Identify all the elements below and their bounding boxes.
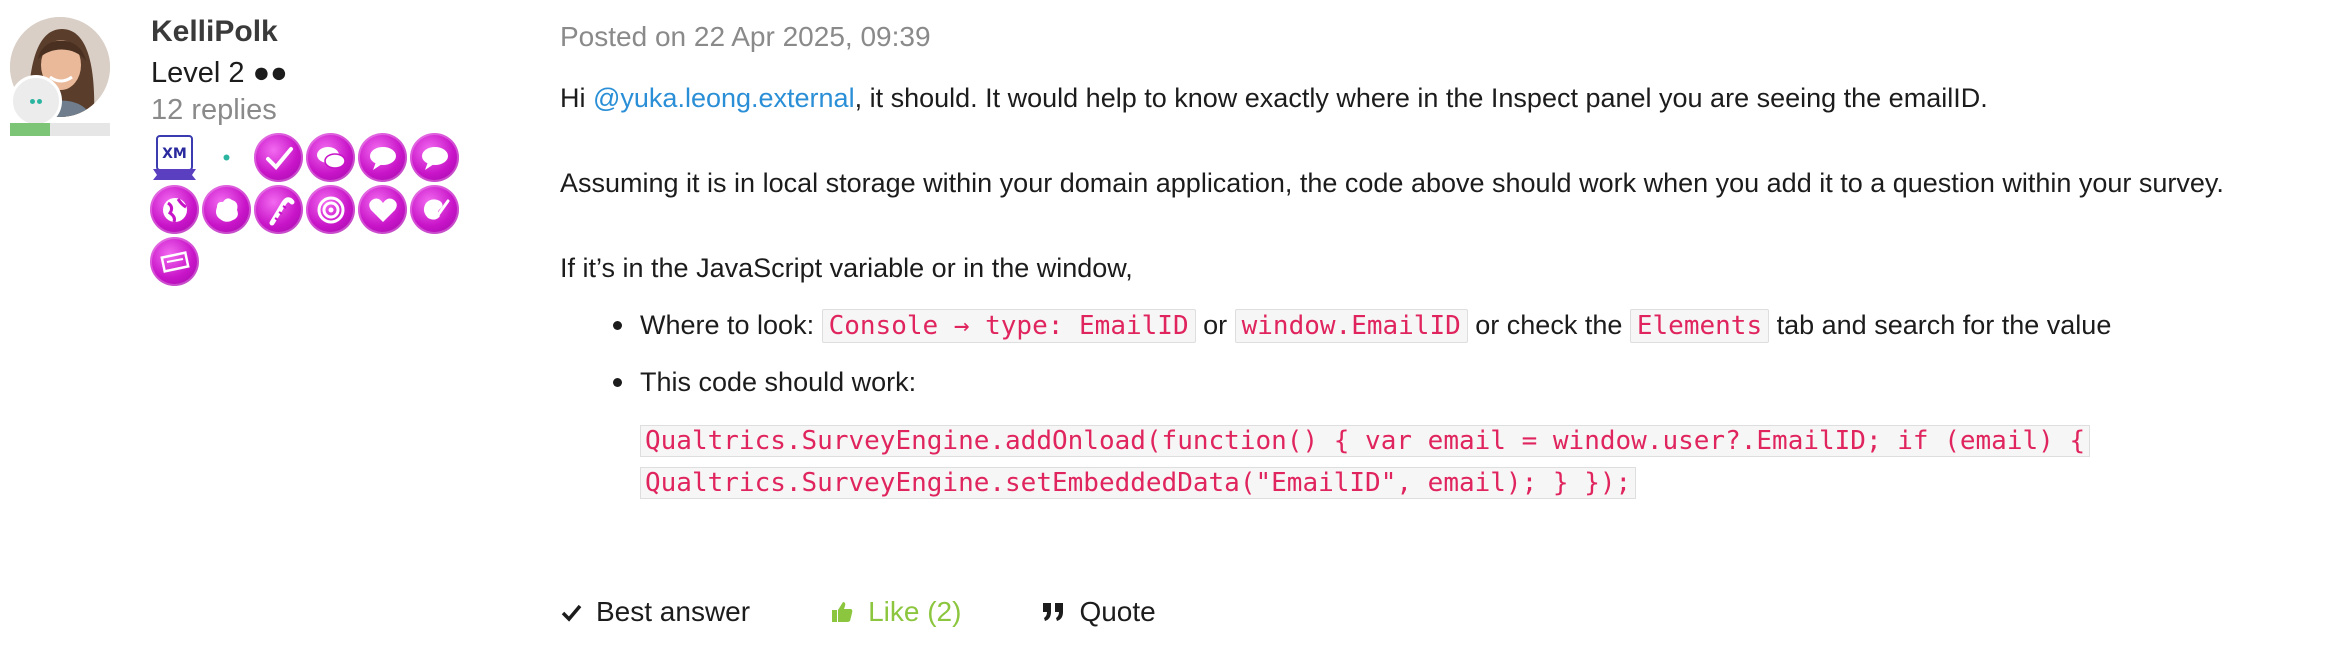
badge-list: XM (150, 133, 470, 286)
like-button[interactable]: Like (2) (830, 592, 961, 632)
bullet-list: Where to look: Console → type: EmailID o… (560, 305, 2260, 419)
xm-certified-badge-icon[interactable]: XM (150, 133, 199, 182)
list-text: tab and search for the value (1769, 310, 2112, 340)
quote-label: Quote (1079, 596, 1156, 627)
inline-code: Elements (1629, 309, 1770, 343)
code-line: Qualtrics.SurveyEngine.setEmbeddedData("… (640, 467, 1637, 499)
best-answer-button[interactable]: Best answer (560, 592, 750, 632)
check-icon (561, 604, 582, 622)
heart-badge-icon[interactable] (358, 185, 407, 234)
candy-cane-badge-icon[interactable] (254, 185, 303, 234)
list-text: or (1195, 310, 1235, 340)
avatar[interactable] (10, 17, 110, 117)
dot-badge-icon[interactable] (202, 133, 251, 182)
best-answer-label: Best answer (596, 596, 751, 627)
online-status-icon (10, 75, 62, 127)
post-paragraph-3: If it’s in the JavaScript variable or in… (560, 253, 1133, 283)
author-name[interactable]: KelliPolk (151, 15, 278, 48)
author-level: Level 2 ●● (151, 57, 288, 89)
palette-badge-icon[interactable] (410, 185, 459, 234)
thumbs-badge-icon[interactable] (202, 185, 251, 234)
event-badge-icon[interactable] (150, 237, 199, 286)
inline-code: Console → type: EmailID (821, 309, 1196, 343)
svg-text:XM: XM (162, 146, 187, 162)
checkmark-badge-icon[interactable] (254, 133, 303, 182)
chat-bubble-badge-icon[interactable] (410, 133, 459, 182)
list-item: This code should work: (560, 362, 2260, 419)
code-line: Qualtrics.SurveyEngine.addOnload(functio… (640, 425, 2091, 457)
post-timestamp: Posted on 22 Apr 2025, 09:39 (560, 21, 931, 52)
quote-icon (1043, 603, 1064, 621)
chat-bubble-badge-icon[interactable] (358, 133, 407, 182)
thumbs-up-icon (832, 602, 853, 622)
author-replies: 12 replies (151, 94, 277, 126)
user-mention-link[interactable]: @yuka.leong.external (593, 83, 855, 113)
post-actions: Best answer Like (2) Quote (560, 590, 1236, 634)
rank-progress-fill (10, 123, 50, 136)
like-label: Like (2) (868, 596, 962, 627)
rank-progress-bar (10, 123, 110, 136)
globe-badge-icon[interactable] (150, 185, 199, 234)
quote-button[interactable]: Quote (1041, 592, 1156, 632)
target-badge-icon[interactable] (306, 185, 355, 234)
post-paragraph-1: Hi @yuka.leong.external, it should. It w… (560, 78, 1988, 118)
inline-code: window.EmailID (1234, 309, 1468, 343)
greeting-text: Hi (560, 83, 593, 113)
list-text: or check the (1467, 310, 1630, 340)
code-block: Qualtrics.SurveyEngine.addOnload(functio… (640, 420, 2091, 504)
list-text: Where to look: (640, 310, 822, 340)
double-chat-badge-icon[interactable] (306, 133, 355, 182)
post-paragraph-2: Assuming it is in local storage within y… (560, 168, 2224, 198)
paragraph-text: , it should. It would help to know exact… (854, 83, 1988, 113)
list-item: Where to look: Console → type: EmailID o… (560, 305, 2260, 362)
